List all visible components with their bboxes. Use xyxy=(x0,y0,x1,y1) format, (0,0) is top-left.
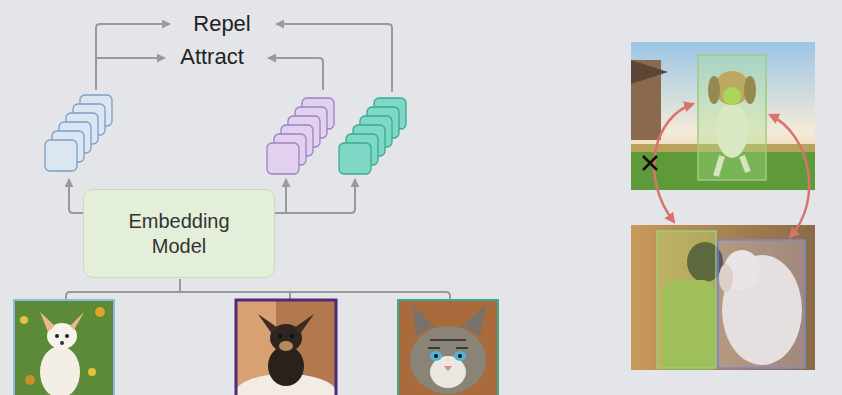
bounding-box xyxy=(698,55,766,180)
dog-photo xyxy=(14,300,114,395)
detection-photo xyxy=(631,225,815,370)
flow-arrows xyxy=(69,24,392,213)
flow-arrows xyxy=(96,57,165,59)
cat-photo xyxy=(462,304,486,336)
flow-arrows xyxy=(268,58,323,90)
detection-photo xyxy=(631,42,815,190)
dog-photo xyxy=(20,316,28,324)
bounding-box xyxy=(657,231,716,368)
dog-photo xyxy=(88,368,96,376)
cat-photo xyxy=(398,300,498,395)
cat-photo xyxy=(458,354,462,358)
detection-photo xyxy=(631,225,815,370)
photo-border xyxy=(236,300,336,395)
comparison-arrows xyxy=(654,104,809,237)
comparison-arrows xyxy=(770,115,809,237)
dog-photo xyxy=(290,334,294,338)
dog-photo xyxy=(55,334,59,338)
flow-arrows xyxy=(276,24,392,92)
dog-photo xyxy=(70,312,84,330)
model-box: Embedding Model xyxy=(83,189,275,278)
bounding-box xyxy=(718,240,805,368)
dog-photo xyxy=(258,314,278,334)
node-label: Embedding Model xyxy=(123,209,235,259)
embedding-stack xyxy=(339,98,406,174)
cat-photo xyxy=(410,326,486,394)
embedding-stack xyxy=(267,98,334,174)
embedding-vector xyxy=(45,140,77,171)
embedding-stack xyxy=(45,95,112,171)
flow-arrows xyxy=(69,179,83,213)
relation-label: Repel xyxy=(193,12,250,36)
dog-photo xyxy=(95,307,105,317)
dog-photo xyxy=(60,341,64,345)
dog-photo xyxy=(40,346,80,395)
cat-photo xyxy=(434,354,438,358)
embedding-stacks xyxy=(45,95,406,174)
flow-arrows xyxy=(275,179,355,213)
dog-photo xyxy=(25,375,35,385)
embedding-vector xyxy=(339,143,371,174)
comparison-arrows xyxy=(654,104,693,222)
embedding-vector xyxy=(267,143,299,174)
photo-border xyxy=(14,300,114,395)
detection-photo xyxy=(631,60,668,84)
flow-arrows xyxy=(96,24,170,90)
input-bracket xyxy=(179,279,181,292)
relation-label: Attract xyxy=(180,45,244,69)
photo-border xyxy=(398,300,498,395)
cat-photo xyxy=(428,340,468,348)
cat-photo xyxy=(444,366,452,371)
dog-photo xyxy=(236,300,336,395)
cat-photo xyxy=(430,351,442,361)
detection-photo xyxy=(631,42,815,190)
dog-photo xyxy=(278,334,282,338)
cat-photo xyxy=(454,351,466,361)
dog-photo xyxy=(294,314,314,334)
dog-photo xyxy=(65,334,69,338)
cross-mark xyxy=(643,156,657,170)
dog-photo xyxy=(40,312,55,332)
dog-photo xyxy=(279,341,293,351)
cat-photo xyxy=(412,304,434,336)
cross-mark xyxy=(643,156,657,170)
cat-photo xyxy=(398,300,498,395)
input-bracket xyxy=(66,279,450,300)
flow-arrows xyxy=(285,179,287,213)
